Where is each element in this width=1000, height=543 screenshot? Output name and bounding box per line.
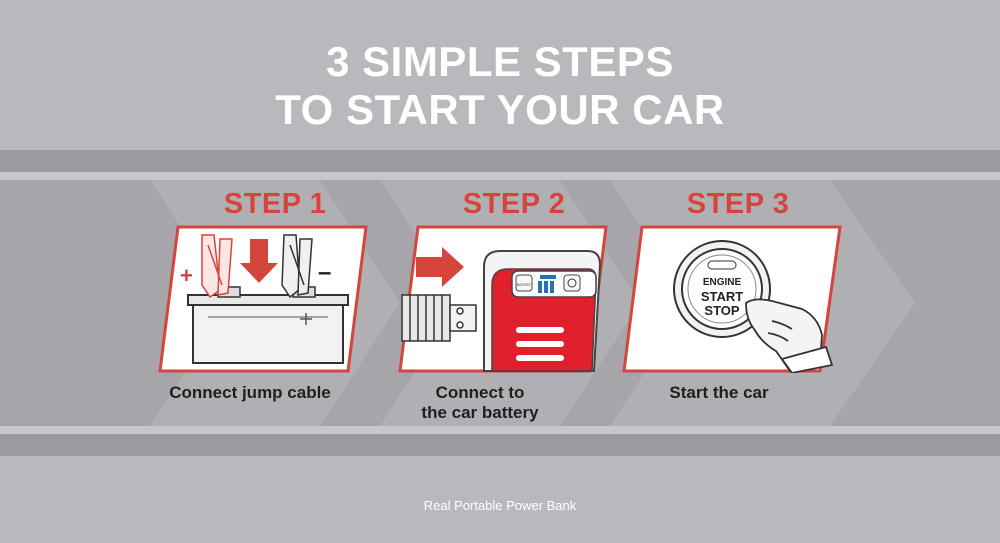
step-3-caption-line-1: Start the car: [669, 383, 769, 402]
down-arrow-icon: [240, 239, 278, 283]
engine-label: ENGINE: [703, 277, 742, 288]
step-2-caption-line-1: Connect to: [435, 383, 525, 402]
page-title: 3 SIMPLE STEPS TO START YOUR CAR: [0, 38, 1000, 134]
step-2-title: STEP 2: [462, 188, 566, 220]
top-dark-band: [0, 150, 1000, 172]
black-clamp-icon: [281, 234, 313, 299]
bottom-dark-band: [0, 434, 1000, 456]
step-2-caption-line-2: the car battery: [421, 403, 539, 422]
step-1-title: STEP 1: [223, 188, 327, 220]
bottom-light-band: [0, 426, 1000, 434]
stop-label: STOP: [704, 303, 739, 318]
step-1-panel: + –: [158, 225, 368, 373]
power-bank-icon: BOOST: [483, 250, 602, 372]
power-bank-illustration: BOOST: [398, 225, 608, 373]
title-line-2: TO START YOUR CAR: [275, 86, 725, 133]
boost-label: BOOST: [517, 282, 532, 287]
top-light-band: [0, 172, 1000, 180]
right-arrow-icon: [416, 247, 464, 287]
hand-icon: [745, 298, 834, 373]
battery-icon: [187, 286, 349, 364]
start-label: START: [701, 289, 743, 304]
step-1-caption-line-1: Connect jump cable: [169, 383, 331, 402]
plus-sign: +: [180, 263, 193, 288]
start-button-icon: ENGINE START STOP: [673, 240, 771, 338]
step-3-caption: Start the car: [599, 383, 839, 403]
footer-brand: Real Portable Power Bank: [423, 498, 577, 513]
step-2-panel: BOOST: [398, 225, 608, 373]
battery-illustration: + –: [158, 225, 368, 373]
step-1-caption: Connect jump cable: [130, 383, 370, 403]
minus-sign: –: [318, 259, 331, 286]
step-3-title: STEP 3: [686, 188, 790, 220]
cable-plug-icon: [401, 294, 477, 342]
title-line-1: 3 SIMPLE STEPS: [326, 38, 674, 85]
step-3-panel: ENGINE START STOP: [622, 225, 842, 373]
engine-start-illustration: ENGINE START STOP: [622, 225, 842, 373]
red-clamp-icon: [201, 234, 233, 299]
step-2-caption: Connect to the car battery: [360, 383, 600, 423]
